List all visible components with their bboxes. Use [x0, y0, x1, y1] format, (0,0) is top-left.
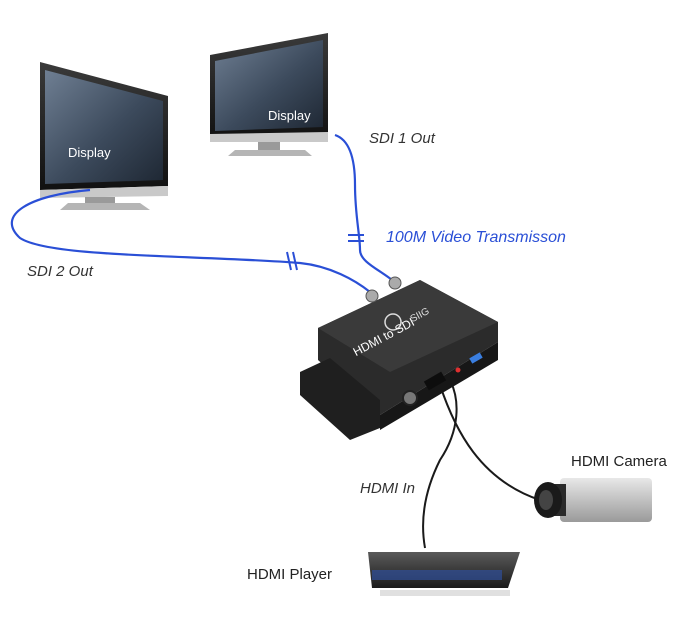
converter-device: [300, 276, 498, 440]
device-mounting-flange: [300, 358, 380, 440]
hdmi-camera-cable: [439, 384, 541, 501]
hdmi-player: [368, 552, 520, 596]
label-hdmi-camera: HDMI Camera: [571, 453, 667, 470]
sdi2-connector: [365, 289, 379, 303]
display-left-stand: [85, 197, 115, 203]
label-hdmi-player: HDMI Player: [247, 566, 333, 583]
label-sdi2-out: SDI 2 Out: [27, 263, 93, 280]
display-left-label: Display: [68, 145, 111, 160]
sdi-cables: [10, 133, 393, 293]
power-led: [455, 367, 461, 373]
sdi2-cable: [10, 188, 371, 293]
hdmi-port: [423, 371, 447, 391]
display-right-label: Display: [268, 108, 311, 123]
label-hdmi-in: HDMI In: [360, 480, 416, 497]
brand-logo: [384, 313, 402, 331]
hdmi-camera: [534, 478, 652, 522]
display-right-stand: [258, 142, 280, 150]
label-sdi1-out: SDI 1 Out: [369, 130, 435, 147]
cable-break-marks: [286, 234, 364, 271]
sdi1-connector: [388, 276, 402, 290]
usb-port: [469, 352, 483, 364]
display-left: [40, 62, 168, 210]
label-video-transmission: 100M Video Transmisson: [386, 229, 566, 246]
display-right: [210, 33, 328, 156]
hdmi-cables: [422, 379, 541, 549]
hdmi-player-cable: [422, 379, 458, 549]
power-port: [402, 390, 418, 406]
sdi1-cable: [334, 133, 393, 281]
